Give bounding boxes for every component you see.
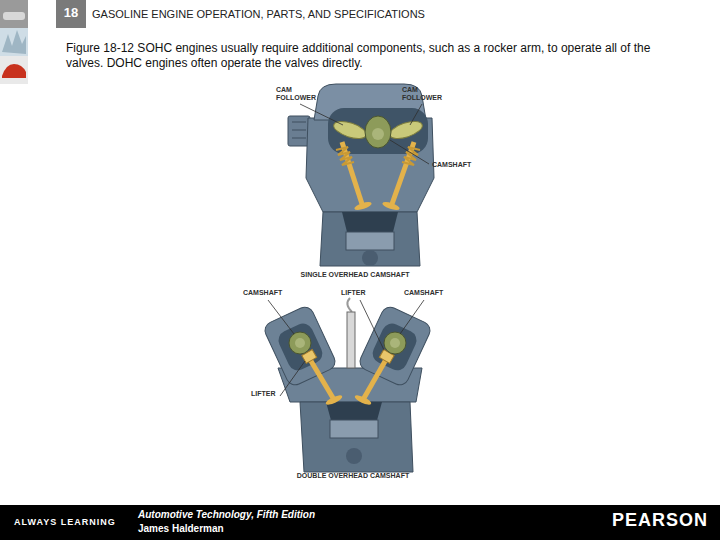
- chapter-number: 18: [56, 6, 86, 21]
- leader-line: [410, 104, 422, 125]
- sohc-engine: [288, 84, 434, 266]
- camshaft-core: [295, 338, 305, 348]
- camshaft-core: [390, 338, 400, 348]
- cam-follower: [388, 118, 425, 142]
- valve: [392, 142, 414, 204]
- book-title: Automotive Technology, Fifth Edition: [138, 509, 315, 521]
- thumbnail: [0, 0, 28, 28]
- thumbnail: [3, 12, 25, 20]
- valve-spring: [402, 147, 420, 165]
- part-label: CAM FOLLOWER: [276, 86, 320, 102]
- publisher-logo: PEARSON: [612, 510, 708, 531]
- piston: [346, 232, 394, 250]
- view-title: SINGLE OVERHEAD CAMSHAFT: [280, 271, 430, 279]
- valve-spring: [336, 147, 354, 165]
- camshaft: [384, 332, 406, 354]
- valve-head: [382, 200, 401, 211]
- part-label: CAMSHAFT: [432, 161, 471, 169]
- valve-head: [354, 200, 373, 211]
- leader-line: [280, 361, 305, 396]
- footer-slogan: ALWAYS LEARNING: [14, 517, 116, 527]
- camshaft: [289, 332, 311, 354]
- author: James Halderman: [138, 523, 224, 535]
- valve-head: [354, 393, 373, 406]
- leader-line: [300, 104, 343, 125]
- valve: [364, 356, 388, 398]
- camshaft-core: [372, 128, 384, 140]
- valve-head: [325, 393, 344, 406]
- leader-line: [360, 300, 384, 350]
- view-title: DOUBLE OVERHEAD CAMSHAFT: [278, 472, 428, 480]
- engine-block: [300, 402, 413, 472]
- cam-cavity: [275, 320, 325, 373]
- leader-line: [400, 300, 424, 334]
- cam-housing: [262, 304, 338, 388]
- thumbnail: [0, 56, 28, 84]
- thumbnail: [2, 30, 26, 54]
- rib: [292, 122, 306, 123]
- thumbnail: [0, 28, 28, 56]
- thumbnail: [2, 64, 26, 78]
- valve: [342, 142, 362, 204]
- figure-caption: Figure 18-12 SOHC engines usually requir…: [66, 41, 676, 71]
- part-label: LIFTER: [251, 390, 276, 398]
- piston: [330, 420, 378, 438]
- engine-block: [320, 212, 420, 266]
- part-label: LIFTER: [341, 289, 366, 297]
- dohc-engine: [262, 298, 433, 472]
- part-label: CAMSHAFT: [243, 289, 282, 297]
- leader-line: [268, 300, 294, 334]
- leader-line: [390, 140, 429, 164]
- slide-title: GASOLINE ENGINE OPERATION, PARTS, AND SP…: [92, 8, 425, 20]
- rib: [292, 130, 306, 131]
- rib: [292, 138, 306, 139]
- crank: [346, 448, 362, 464]
- cam-follower: [332, 118, 369, 142]
- spark-plug: [347, 312, 355, 368]
- footer-bar: [0, 505, 720, 540]
- cam-cavity: [369, 320, 419, 373]
- camshaft: [365, 116, 391, 148]
- valve: [308, 356, 333, 398]
- plug-wire: [347, 298, 352, 312]
- crank: [362, 250, 378, 266]
- part-label: CAM FOLLOWER: [402, 86, 446, 102]
- chapter-box: [56, 0, 86, 28]
- part-label: CAMSHAFT: [404, 289, 443, 297]
- bracket: [288, 116, 310, 146]
